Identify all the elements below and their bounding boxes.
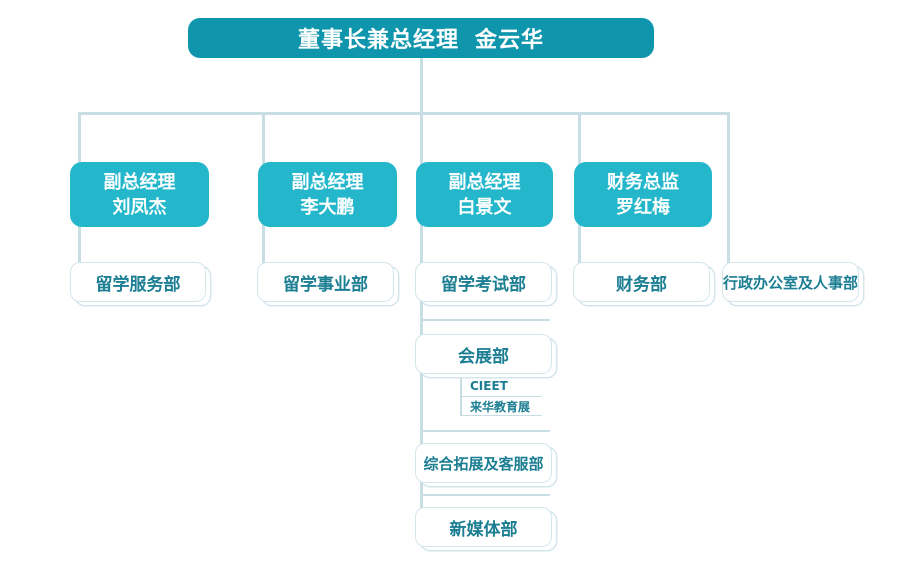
department-box: 留学考试部 [415,262,552,302]
department-box: 行政办公室及人事部 [722,262,859,302]
chairman-box: 董事长兼总经理 金云华 [188,18,654,58]
manager-name: 白景文 [457,196,512,218]
manager-title: 副总经理 [291,171,364,193]
department-box: 财务部 [573,262,710,302]
sub-department-box: 会展部 [415,334,552,374]
connector-tick-3 [420,494,550,496]
connector-tick-2 [420,430,550,432]
sub-department-box: 新媒体部 [415,507,552,547]
exhibition-bracket-bottom [460,415,542,416]
manager-box: 副总经理 李大鹏 [258,162,397,227]
manager-title: 财务总监 [607,171,679,193]
manager-box: 财务总监 罗红梅 [574,162,712,227]
sub-department-box: 综合拓展及客服部 [415,443,552,483]
chairman-name: 金云华 [475,28,545,53]
department-box: 留学事业部 [257,262,394,302]
manager-title: 副总经理 [103,171,176,193]
exhibition-label: CIEET [470,379,508,393]
manager-box: 副总经理 刘凤杰 [70,162,209,227]
connector-horizontal [78,112,730,115]
chairman-title: 董事长兼总经理 [297,28,459,53]
manager-box: 副总经理 白景文 [416,162,553,227]
department-box: 留学服务部 [70,262,206,302]
manager-name: 刘凤杰 [112,196,167,218]
connector-right-2 [727,112,730,272]
exhibition-bracket-mid [460,396,542,397]
exhibition-bracket-v [460,378,462,416]
exhibition-label: 来华教育展 [470,400,531,414]
connector-tick-1 [420,319,550,321]
manager-name: 罗红梅 [616,196,670,218]
manager-name: 李大鹏 [300,196,355,218]
manager-title: 副总经理 [448,171,521,193]
